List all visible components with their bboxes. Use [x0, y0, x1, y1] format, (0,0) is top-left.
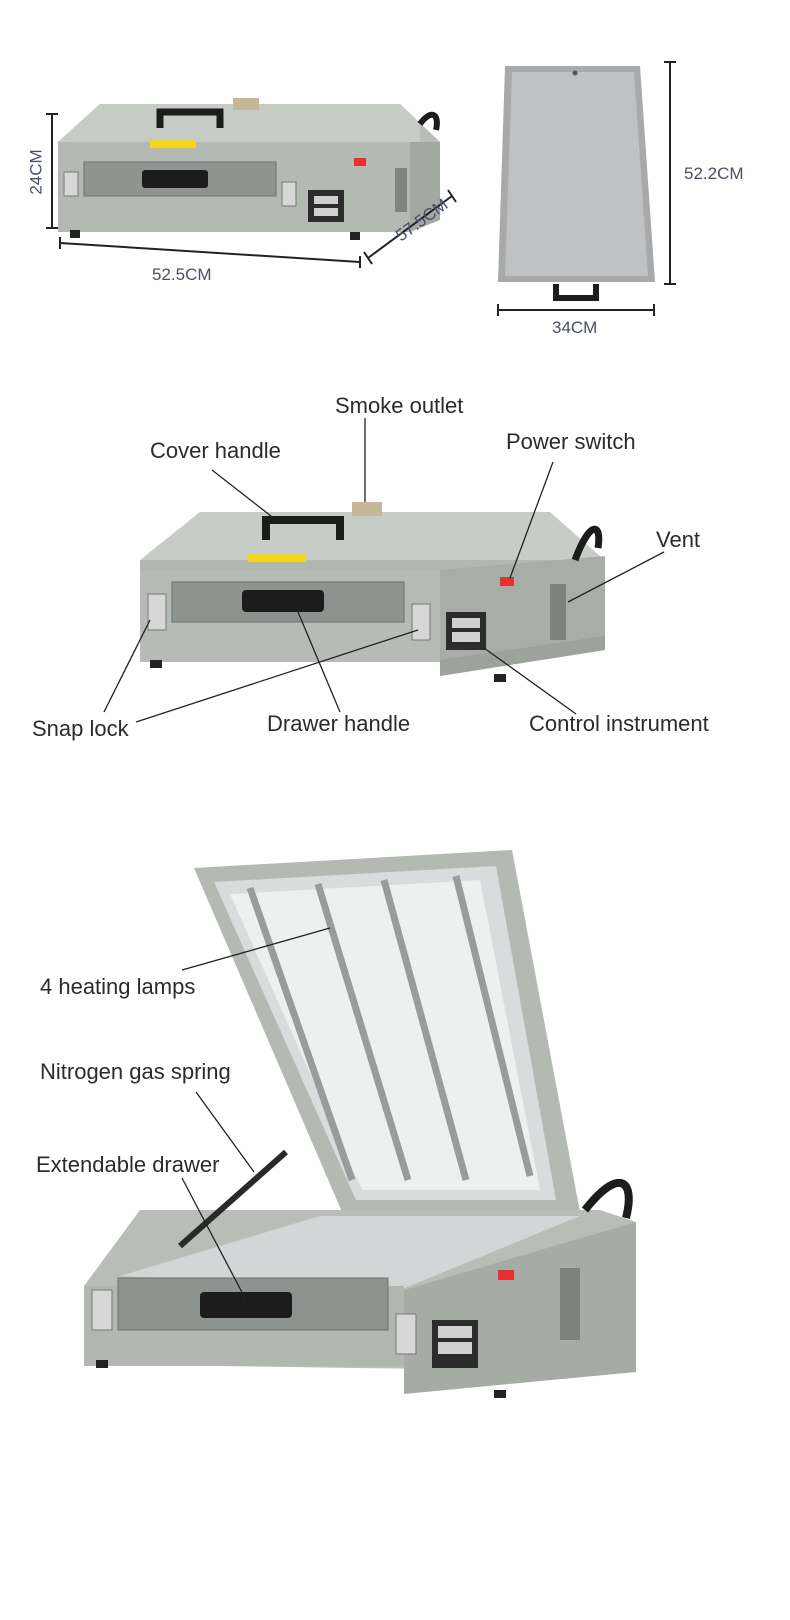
gas-spring-label: Nitrogen gas spring: [40, 1059, 231, 1084]
control-instrument-label: Control instrument: [529, 711, 709, 736]
vent-label: Vent: [656, 527, 701, 552]
smoke-outlet-label: Smoke outlet: [335, 393, 464, 418]
width-label: 52.5CM: [152, 265, 212, 284]
tray-width-label: 34CM: [552, 318, 598, 337]
drawer-handle-label: Drawer handle: [267, 711, 411, 736]
snap-lock-label: Snap lock: [32, 716, 129, 741]
cover-handle-label: Cover handle: [150, 438, 281, 463]
machine-closed-illustration: [103, 418, 665, 723]
tray-length-label: 52.2CM: [684, 164, 744, 183]
extendable-drawer-label: Extendable drawer: [36, 1152, 220, 1177]
power-switch-label: Power switch: [506, 429, 636, 454]
heating-lamps-label: 4 heating lamps: [40, 974, 196, 999]
machine-closed-small-illustration: [46, 61, 676, 316]
